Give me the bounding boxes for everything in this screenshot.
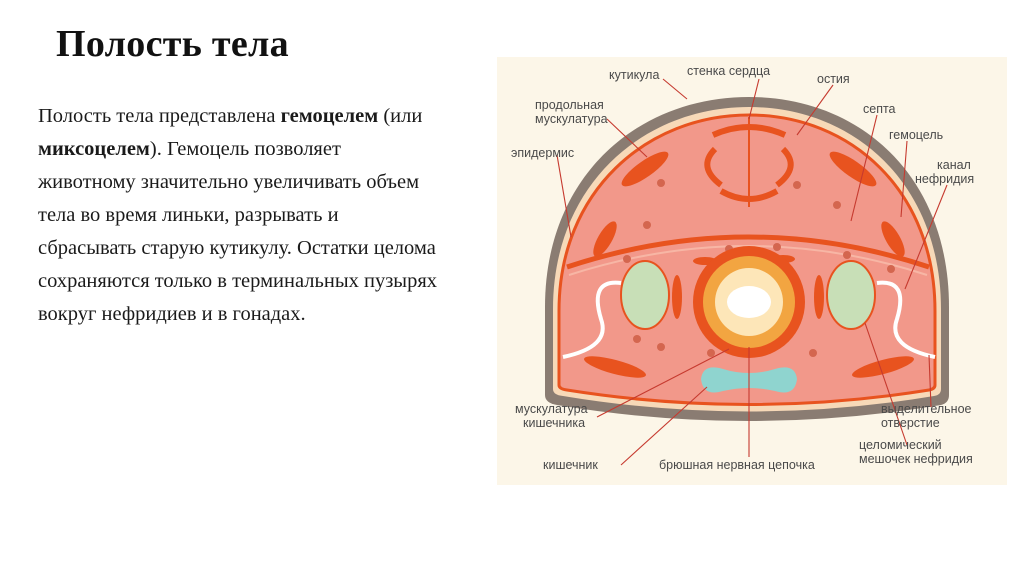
text-part-1: Полость тела представлена xyxy=(38,105,281,127)
label-gut: кишечник xyxy=(543,458,598,472)
label-gut-muscle-1: мускулатура xyxy=(515,402,588,416)
label-coelomic-2: мешочек нефридия xyxy=(859,452,973,466)
label-canal-2: нефридия xyxy=(915,172,974,186)
label-ostia: остия xyxy=(817,72,850,86)
label-longitudinal-1: продольная xyxy=(535,98,604,112)
label-coelomic-1: целомический xyxy=(859,438,942,452)
septum xyxy=(566,234,930,270)
label-hemocoel: гемоцель xyxy=(889,128,943,142)
label-longitudinal-2: мускулатура xyxy=(535,112,608,126)
nephridium-canal-left xyxy=(562,280,622,359)
nephridium-canal-right xyxy=(876,280,936,359)
leader-lines xyxy=(556,78,948,466)
label-gut-muscle-2: кишечника xyxy=(523,416,585,430)
label-septum: септа xyxy=(863,102,896,116)
heart xyxy=(704,117,794,207)
coelomic-sac-left xyxy=(620,260,670,330)
slide-title: Полость тела xyxy=(56,23,289,65)
text-part-3: ). Гемоцель позволяет животному значител… xyxy=(38,138,437,325)
term-hemocoel: гемоцелем xyxy=(280,105,379,127)
label-cuticle: кутикула xyxy=(609,68,659,82)
cross-section-diagram: кутикула стенка сердца остия продольная … xyxy=(497,57,1007,485)
body-paragraph: Полость тела представлена гемоцелем (или… xyxy=(38,100,438,331)
label-epidermis: эпидермис xyxy=(511,146,574,160)
text-part-2: (или xyxy=(378,105,423,127)
gut xyxy=(693,246,805,358)
arthropod-cross-section-figure: кутикула стенка сердца остия продольная … xyxy=(497,57,1007,485)
label-excretory-2: отверстие xyxy=(881,416,940,430)
label-heart-wall: стенка сердца xyxy=(687,64,770,78)
coelomic-sac-right xyxy=(826,260,876,330)
label-nerve-cord: брюшная нервная цепочка xyxy=(659,458,815,472)
label-excretory-1: выделительное xyxy=(881,402,972,416)
label-canal-1: канал xyxy=(937,158,971,172)
term-mixocoel: миксоцелем xyxy=(38,138,150,160)
